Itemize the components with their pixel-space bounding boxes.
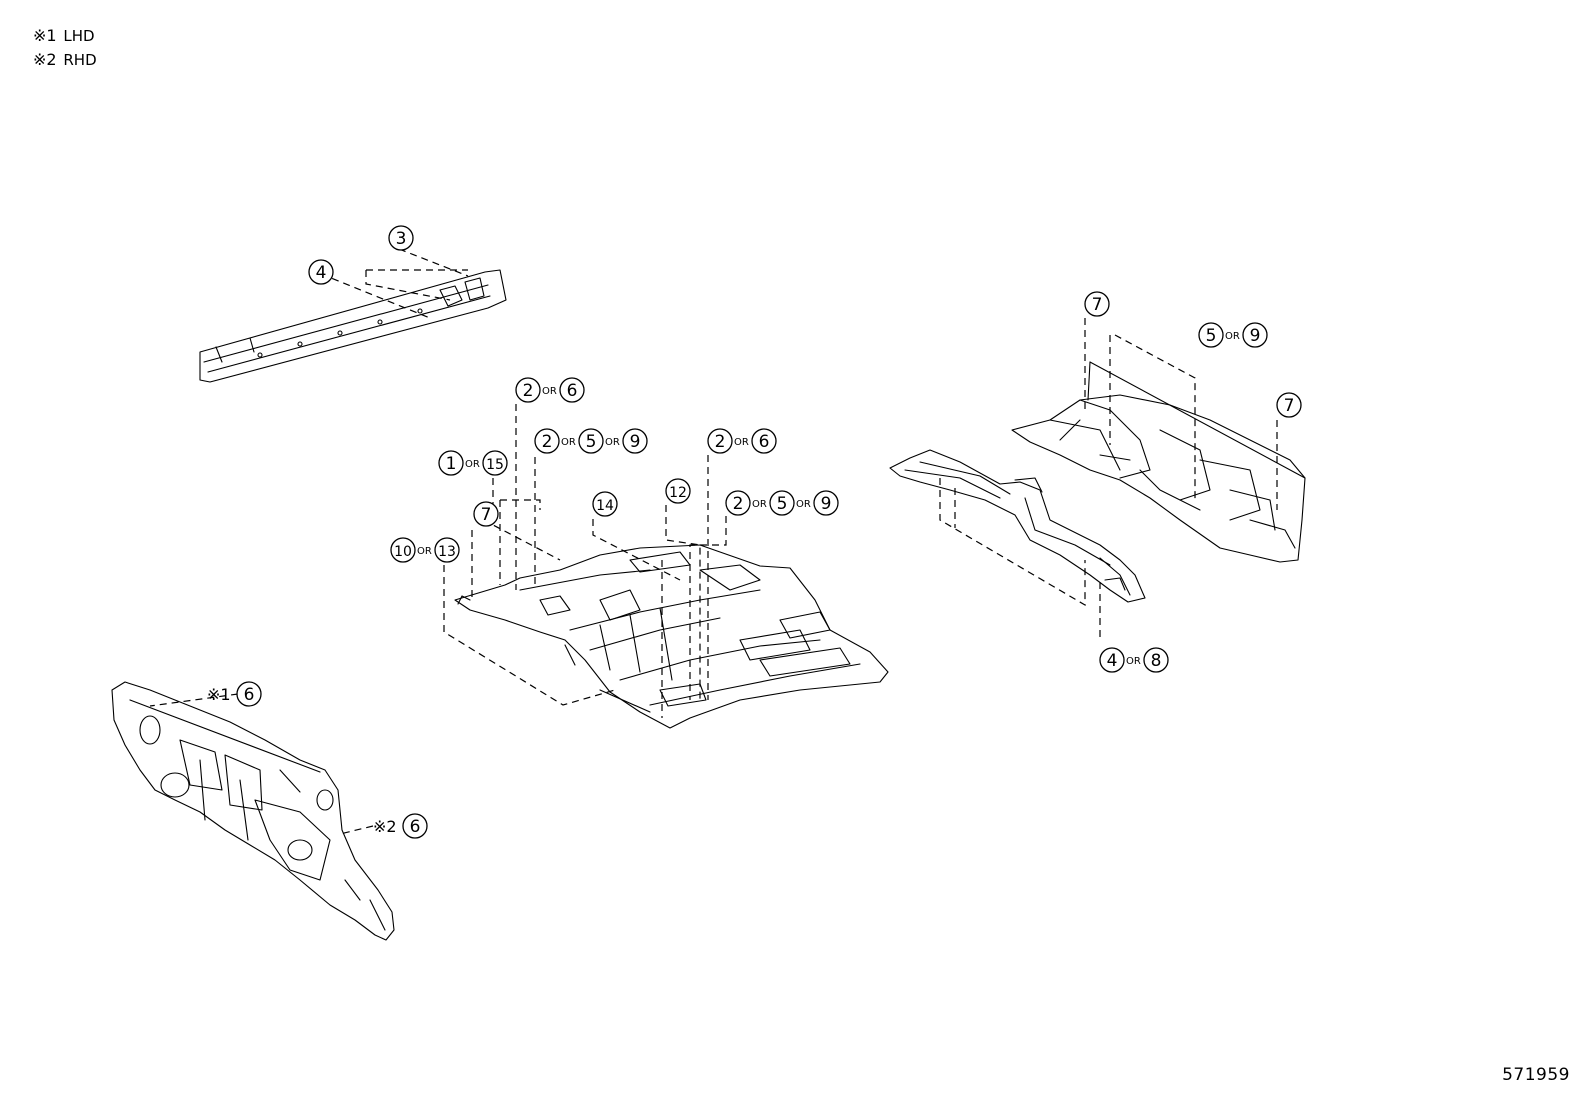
callout-2-or-5-or-9-right: 2 OR 5 OR 9	[725, 490, 839, 516]
legend-text: RHD	[63, 51, 97, 69]
part-number: 10	[394, 544, 412, 560]
callout-circle	[1143, 647, 1169, 673]
part-number: 5	[586, 432, 597, 452]
part-number: 15	[486, 457, 504, 473]
part-number: 7	[1284, 396, 1295, 416]
callout-circle	[578, 428, 604, 454]
part-number: 14	[596, 498, 614, 514]
part-number: 2	[523, 381, 534, 401]
legend-text: LHD	[63, 27, 95, 45]
leader-lines	[149, 248, 1278, 835]
callout-circle	[707, 428, 733, 454]
callout-circle	[665, 478, 691, 504]
or-separator: OR	[752, 499, 767, 510]
rear-floor-crossmember	[889, 449, 1146, 603]
legend-rhd: ※2 RHD	[33, 50, 97, 70]
callout-circle	[751, 428, 777, 454]
callout-circle	[402, 813, 428, 839]
callout-circle	[1242, 322, 1268, 348]
part-number: 2	[542, 432, 553, 452]
callout-circle	[388, 225, 414, 251]
callout-circle	[1276, 392, 1302, 418]
callout-dash-lhd-6: ※1 6	[207, 681, 262, 707]
part-number: 9	[1250, 326, 1261, 346]
note-mark: ※2	[373, 817, 397, 836]
callout-circle	[1198, 322, 1224, 348]
callout-3: 3	[388, 225, 414, 251]
callout-circle	[515, 377, 541, 403]
callout-4-rail: 4	[308, 259, 334, 285]
callout-circle	[725, 490, 751, 516]
or-separator: OR	[542, 386, 557, 397]
callout-4-or-8: 4 OR 8	[1099, 647, 1169, 673]
callout-circle	[434, 537, 460, 563]
callout-circle	[813, 490, 839, 516]
callout-circle	[308, 259, 334, 285]
callout-7-front: 7	[473, 501, 499, 527]
part-number: 5	[1206, 326, 1217, 346]
part-number: 6	[244, 685, 255, 705]
callout-circle	[438, 450, 464, 476]
legend-lhd: ※1 LHD	[33, 26, 95, 46]
callout-2-or-6-upper: 2 OR 6	[515, 377, 585, 403]
or-separator: OR	[561, 437, 576, 448]
callout-circle	[622, 428, 648, 454]
callout-2-or-5-or-9-left: 2 OR 5 OR 9	[534, 428, 648, 454]
callout-1-or-15: 1 OR 15	[438, 450, 508, 476]
part-number: 2	[733, 494, 744, 514]
part-number: 7	[481, 505, 492, 525]
part-number: 6	[567, 381, 578, 401]
legend-mark: ※1	[33, 26, 57, 45]
callout-7-rear-right: 7	[1276, 392, 1302, 418]
callout-12: 12	[665, 478, 691, 504]
part-number: 6	[759, 432, 770, 452]
dash-panel	[111, 681, 395, 941]
or-separator: OR	[465, 459, 480, 470]
part-number: 13	[438, 544, 456, 560]
rear-floor-pan	[1011, 361, 1306, 563]
or-separator: OR	[417, 546, 432, 557]
or-separator: OR	[734, 437, 749, 448]
callout-circle	[1084, 291, 1110, 317]
part-number: 9	[821, 494, 832, 514]
part-number: 4	[1107, 651, 1118, 671]
callout-5-or-9: 5 OR 9	[1198, 322, 1268, 348]
part-number: 7	[1092, 295, 1103, 315]
part-number: 1	[446, 454, 457, 474]
part-number: 6	[410, 817, 421, 837]
front-floor-pan	[454, 544, 889, 729]
legend-mark: ※2	[33, 50, 57, 69]
or-separator: OR	[605, 437, 620, 448]
callout-circle	[559, 377, 585, 403]
part-number: 4	[316, 263, 327, 283]
callout-circle	[482, 450, 508, 476]
callout-circle	[390, 537, 416, 563]
callout-10-or-13: 10 OR 13	[390, 537, 460, 563]
side-member-rail	[199, 269, 507, 383]
part-number: 9	[630, 432, 641, 452]
or-separator: OR	[1126, 656, 1141, 667]
callout-2-or-6-right: 2 OR 6	[707, 428, 777, 454]
callout-14: 14	[592, 491, 618, 517]
callout-circle	[592, 491, 618, 517]
callout-dash-rhd-6: ※2 6	[373, 813, 428, 839]
part-number: 12	[669, 485, 687, 501]
callout-circle	[1099, 647, 1125, 673]
part-number: 5	[777, 494, 788, 514]
document-number: 571959	[1502, 1065, 1570, 1085]
callout-circle	[236, 681, 262, 707]
part-number: 3	[396, 229, 407, 249]
or-separator: OR	[1225, 331, 1240, 342]
note-mark: ※1	[207, 685, 231, 704]
or-separator: OR	[796, 499, 811, 510]
callout-circle	[769, 490, 795, 516]
part-number: 2	[715, 432, 726, 452]
callout-circle	[473, 501, 499, 527]
callout-circle	[534, 428, 560, 454]
part-number: 8	[1151, 651, 1162, 671]
callout-7-rear-left: 7	[1084, 291, 1110, 317]
